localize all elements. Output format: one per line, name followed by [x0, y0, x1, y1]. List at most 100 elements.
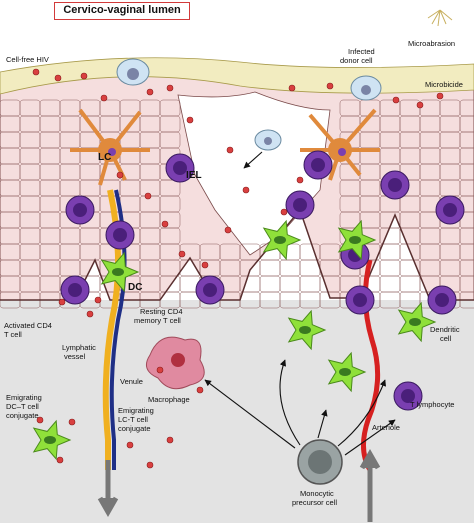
hiv-virion: [326, 82, 334, 90]
hiv-virion: [166, 84, 174, 92]
submucosa: [0, 300, 474, 523]
label-resting-cd4-1: Resting CD4: [140, 307, 183, 316]
down-arrow: [97, 460, 119, 518]
dendritic-cell-nucleus: [44, 436, 56, 444]
hiv-virion: [242, 186, 250, 194]
dendritic-cell-nucleus: [112, 268, 124, 276]
dendritic-cell-nucleus: [349, 236, 361, 244]
hiv-virion: [54, 74, 62, 82]
microabrasion-icon: [427, 9, 453, 27]
label-monocytic-1: Monocytic: [300, 489, 334, 498]
label-activated-cd4-1: Activated CD4: [4, 321, 52, 330]
t-cell-nucleus: [173, 161, 187, 175]
hiv-virion: [144, 192, 152, 200]
macrophage: [145, 336, 205, 390]
epithelial-cell: [299, 259, 321, 277]
hiv-virion: [94, 296, 102, 304]
langerhans-cell-right: [300, 108, 380, 181]
label-t-lymphocyte: T lymphocyte: [410, 400, 454, 409]
hiv-virion: [80, 72, 88, 80]
hiv-virion: [226, 146, 234, 154]
epithelial-cell: [399, 275, 421, 293]
infected-donor-cell-wound: [254, 129, 282, 151]
t-cell-nucleus: [293, 198, 307, 212]
t-cell-nucleus: [443, 203, 457, 217]
epithelial-cell: [299, 275, 321, 293]
hiv-virion: [116, 171, 124, 179]
t-cell-nucleus: [388, 178, 402, 192]
t-cell-nucleus: [203, 283, 217, 297]
hiv-virion: [100, 94, 108, 102]
epithelial-cell: [379, 259, 401, 277]
monocytic-precursor-cell: [297, 439, 343, 485]
infected-donor-cell-left: [116, 58, 150, 86]
label-dendritic-1: Dendritic: [430, 325, 460, 334]
epithelial-cell: [259, 275, 281, 293]
epithelial-cell: [279, 259, 301, 277]
hiv-virion: [280, 208, 288, 216]
epithelial-cell: [379, 243, 401, 261]
label-dc: DC: [128, 282, 142, 293]
label-emig-dc-3: conjugate: [6, 411, 39, 420]
lumen-title: Cervico-vaginal lumen: [54, 2, 190, 20]
dendritic-cell-nucleus: [409, 318, 421, 326]
basement-membrane: [0, 208, 474, 301]
hiv-virion: [146, 461, 154, 469]
label-microbicide: Microbicide: [425, 80, 463, 89]
epithelial-cell: [279, 275, 301, 293]
hiv-virion: [288, 84, 296, 92]
label-infected-donor-2: donor cell: [340, 56, 373, 65]
hiv-virion: [156, 366, 164, 374]
label-microabrasion: Microabrasion: [408, 39, 455, 48]
t-cell-nucleus: [435, 293, 449, 307]
hiv-virion: [32, 68, 40, 76]
t-cell-nucleus: [353, 293, 367, 307]
label-cell-free-hiv: Cell-free HIV: [6, 55, 49, 64]
hiv-virion: [196, 386, 204, 394]
dendritic-cell-nucleus: [299, 326, 311, 334]
label-lymphatic-1: Lymphatic: [62, 343, 96, 352]
hiv-virion: [126, 441, 134, 449]
hiv-virion: [296, 176, 304, 184]
hiv-virion: [392, 96, 400, 104]
label-monocytic-2: precursor cell: [292, 498, 337, 507]
hiv-virion: [68, 418, 76, 426]
hiv-virion: [186, 116, 194, 124]
hiv-virion: [36, 416, 44, 424]
t-cell-nucleus: [311, 158, 325, 172]
dendritic-cell-nucleus: [339, 368, 351, 376]
t-cell-nucleus: [401, 389, 415, 403]
label-lc: LC: [98, 152, 111, 163]
up-arrow: [359, 448, 381, 522]
label-resting-cd4-2: memory T cell: [134, 316, 181, 325]
hiv-virion: [416, 101, 424, 109]
infected-donor-cell-right: [350, 75, 382, 101]
label-iel: IEL: [186, 170, 202, 181]
label-emig-lc-1: Emigrating: [118, 406, 154, 415]
process-arrows: [204, 151, 396, 456]
hiv-virion: [56, 456, 64, 464]
t-cell-nucleus: [68, 283, 82, 297]
label-dendritic-2: cell: [440, 334, 452, 343]
langerhans-cell-left: [70, 108, 150, 186]
hiv-virions: [32, 68, 444, 469]
label-macrophage: Macrophage: [148, 395, 190, 404]
label-emig-dc-2: DC–T cell: [6, 402, 39, 411]
label-lymphatic-2: vessel: [64, 352, 86, 361]
label-emig-lc-3: conjugate: [118, 424, 151, 433]
label-activated-cd4-2: T cell: [4, 330, 22, 339]
dendritic-cell-nucleus: [274, 236, 286, 244]
epithelial-cell: [259, 259, 281, 277]
hiv-virion: [178, 250, 186, 258]
hiv-virion: [166, 436, 174, 444]
epithelial-cell: [379, 275, 401, 293]
t-cell-nucleus: [113, 228, 127, 242]
hiv-virion: [436, 92, 444, 100]
t-cell-nucleus: [73, 203, 87, 217]
label-emig-dc-1: Emigrating: [6, 393, 42, 402]
label-venule: Venule: [120, 377, 143, 386]
dendritic-cells: [32, 219, 437, 461]
label-arteriole: Arteriole: [372, 423, 400, 432]
hiv-virion: [146, 88, 154, 96]
hiv-virion: [161, 220, 169, 228]
